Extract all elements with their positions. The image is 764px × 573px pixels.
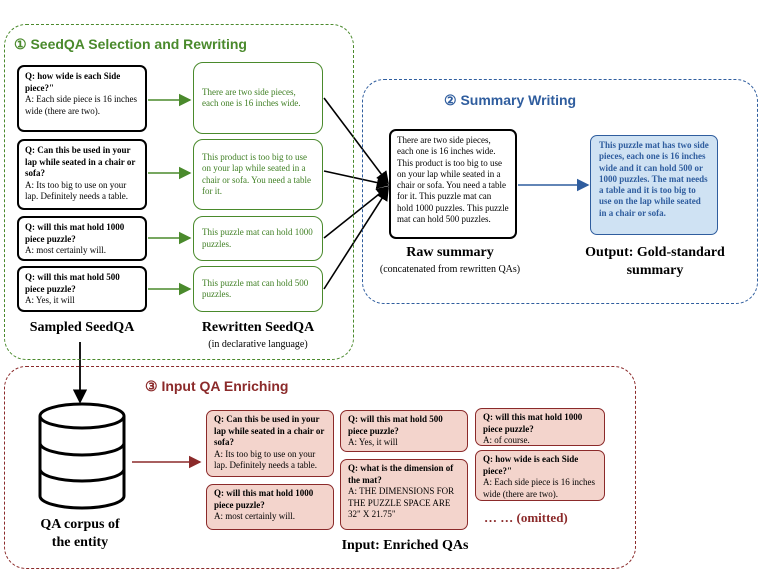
raw-summary-text: There are two side pieces, each one is 1… [397, 135, 509, 225]
rewritten-seedqa-sublabel: (in declarative language) [208, 339, 308, 350]
section-input-qa-enriching [4, 366, 636, 569]
section-summary-writing [362, 79, 758, 304]
rewritten-qa-3: This puzzle mat can hold 1000 puzzles. [193, 216, 323, 261]
raw-summary-label: Raw summary [406, 245, 494, 260]
enriched-qa-2: Q: will this mat hold 1000 piece puzzle?… [206, 484, 334, 530]
qa-corpus-label-line2: the entity [51, 535, 109, 550]
seed-qa-2: Q: Can this be used in your lap while se… [17, 139, 147, 210]
enriched-qa-6-question: Q: how wide is each Side piece?" [483, 454, 579, 476]
seed-qa-2-question: Q: Can this be used in your lap while se… [25, 145, 136, 178]
enriched-qa-5-answer: A: of course. [483, 435, 530, 445]
seed-qa-3: Q: will this mat hold 1000 piece puzzle?… [17, 216, 147, 261]
rewritten-qa-4-text: This puzzle mat can hold 500 puzzles. [202, 277, 309, 300]
raw-summary-sublabel: (concatenated from rewritten QAs) [379, 264, 521, 275]
seed-qa-4-answer: A: Yes, it will [25, 295, 75, 305]
enriched-qa-2-answer: A: most certainly will. [214, 511, 295, 521]
gold-summary-label-line2: summary [626, 263, 684, 278]
sampled-seedqa-label: Sampled SeedQA [29, 320, 135, 335]
section1-title: ① SeedQA Selection and Rewriting [14, 36, 247, 52]
qa-corpus-label-line1: QA corpus of [40, 517, 120, 532]
rewritten-seedqa-label: Rewritten SeedQA [201, 320, 315, 335]
rewritten-qa-3-text: This puzzle mat can hold 1000 puzzles. [202, 227, 313, 249]
arrow-concat-2 [323, 170, 390, 189]
enriched-qa-4-question: Q: what is the dimension of the mat? [348, 463, 454, 485]
omitted-label: … … (omitted) [484, 510, 568, 525]
enriched-qa-6: Q: how wide is each Side piece?" A: Each… [475, 450, 605, 501]
database-icon [38, 402, 126, 510]
section2-title: ② Summary Writing [444, 92, 577, 108]
enriched-qa-1-question: Q: Can this be used in your lap while se… [214, 414, 325, 447]
seed-qa-1-question: Q: how wide is each Side piece?" [25, 71, 121, 93]
seed-qa-3-question: Q: will this mat hold 1000 piece puzzle? [25, 222, 125, 244]
enriched-qa-3-question: Q: will this mat hold 500 piece puzzle? [348, 414, 443, 436]
enriched-qa-4-answer: A: THE DIMENSIONS FOR THE PUZZLE SPACE A… [348, 486, 455, 519]
enriched-qa-6-answer: A: Each side piece is 16 inches wide (th… [483, 477, 595, 499]
enriched-qa-1-answer: A: Its too big to use on your lap. Defin… [214, 448, 317, 471]
gold-summary-label-line1: Output: Gold-standard [585, 245, 725, 260]
enriched-qa-2-question: Q: will this mat hold 1000 piece puzzle? [214, 488, 314, 510]
rewritten-qa-2: This product is too big to use on your l… [193, 139, 323, 210]
enriched-qas-label: Input: Enriched QAs [341, 538, 469, 553]
enriched-qa-5: Q: will this mat hold 1000 piece puzzle?… [475, 408, 605, 446]
gold-summary-box: This puzzle mat has two side pieces, eac… [590, 135, 718, 235]
enriched-qa-3-answer: A: Yes, it will [348, 437, 398, 447]
rewritten-qa-1-text: There are two side pieces, each one is 1… [202, 86, 301, 109]
arrow-concat-4 [323, 187, 389, 290]
seed-qa-1-answer: A: Each side piece is 16 inches wide (th… [25, 94, 137, 116]
seed-qa-3-answer: A: most certainly will. [25, 245, 106, 255]
gold-summary-text: This puzzle mat has two side pieces, eac… [599, 140, 709, 218]
section-seedqa-selection [4, 24, 354, 360]
enriched-qa-1: Q: Can this be used in your lap while se… [206, 410, 334, 477]
seed-qa-1: Q: how wide is each Side piece?" A: Each… [17, 65, 147, 132]
enriched-qa-3: Q: will this mat hold 500 piece puzzle? … [340, 410, 468, 452]
enriched-qa-5-question: Q: will this mat hold 1000 piece puzzle? [483, 412, 583, 434]
arrow-concat-1 [323, 97, 389, 185]
rewritten-qa-1: There are two side pieces, each one is 1… [193, 62, 323, 134]
seed-qa-4-question: Q: will this mat hold 500 piece puzzle? [25, 272, 120, 294]
section3-title: ③ Input QA Enriching [145, 378, 289, 394]
enriched-qa-4: Q: what is the dimension of the mat? A: … [340, 459, 468, 530]
rewritten-qa-2-text: This product is too big to use on your l… [202, 151, 311, 197]
rewritten-qa-4: This puzzle mat can hold 500 puzzles. [193, 266, 323, 312]
seed-qa-2-answer: A: Its too big to use on your lap. Defin… [25, 179, 128, 202]
seed-qa-4: Q: will this mat hold 500 piece puzzle? … [17, 266, 147, 312]
raw-summary-box: There are two side pieces, each one is 1… [389, 129, 517, 239]
